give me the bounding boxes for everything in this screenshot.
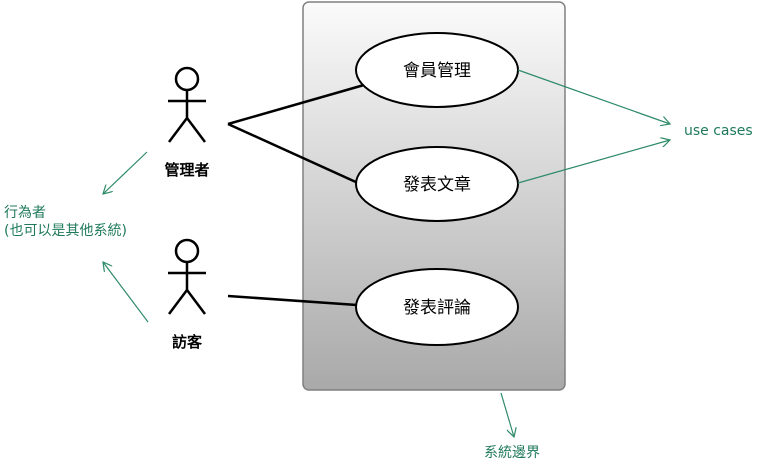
use-cases-annotation: use cases: [684, 123, 753, 139]
annotation-arrow-use-cases-2: [517, 140, 670, 184]
use-case-publish-article: 發表文章: [355, 146, 519, 222]
use-case-post-comment: 發表評論: [355, 268, 519, 346]
use-case-label: 會員管理: [403, 61, 471, 81]
actor-visitor: 訪客: [168, 238, 206, 351]
actor-annotation-line2: (也可以是其他系統): [4, 223, 127, 239]
stick-figure-icon: [168, 66, 206, 143]
boundary-annotation: 系統邊界: [484, 445, 540, 461]
actor-annotation-line1: 行為者: [4, 205, 46, 221]
use-case-member-management: 會員管理: [355, 32, 519, 108]
annotation-arrow-use-cases-1: [517, 69, 670, 124]
use-case-label: 發表評論: [403, 298, 471, 318]
association-admin-publish-article: [227, 122, 359, 185]
annotation-arrow-actor-2: [103, 262, 149, 323]
stick-figure-icon: [168, 238, 206, 315]
annotation-arrow-actor-1: [103, 151, 148, 194]
actor-admin: 管理者: [164, 66, 210, 179]
annotation-arrow-boundary: [500, 392, 514, 437]
association-admin-member-management: [227, 83, 365, 126]
association-visitor-post-comment: [227, 294, 358, 307]
actor-label: 訪客: [172, 333, 203, 351]
actor-label: 管理者: [164, 161, 209, 179]
use-case-label: 發表文章: [403, 175, 471, 195]
